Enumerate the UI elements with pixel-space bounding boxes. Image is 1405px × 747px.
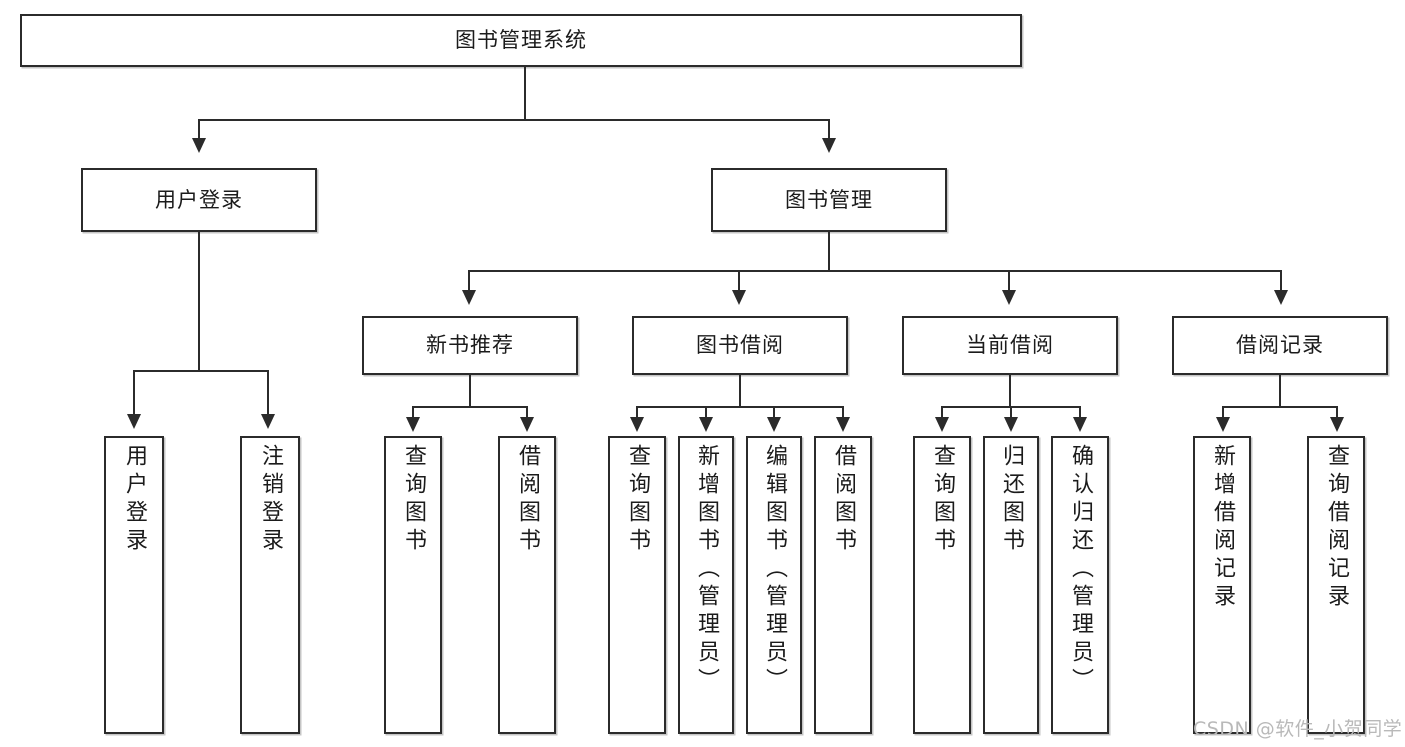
node-leaf-3[interactable]: 查询图书 [384,436,442,734]
node-login[interactable]: 用户登录 [81,168,317,232]
node-leaf-8-label: 借阅图书 [831,444,856,556]
node-current-label: 当前借阅 [966,333,1054,358]
connector-newbook-stem [469,375,471,408]
node-leaf-10[interactable]: 归还图书 [983,436,1039,734]
node-leaf-6[interactable]: 新增图书（管理员） [678,436,734,734]
node-leaf-4[interactable]: 借阅图书 [498,436,556,734]
node-borrow[interactable]: 图书借阅 [632,316,848,375]
connector-newbook-bus [412,406,528,408]
node-leaf-10-label: 归还图书 [999,444,1024,556]
node-root[interactable]: 图书管理系统 [20,14,1022,67]
connector-records-bus [1222,406,1338,408]
connector-records-drop-1 [1222,406,1224,418]
node-newbook-label: 新书推荐 [426,333,514,358]
connector-borrow-drop-2 [705,406,707,418]
node-leaf-6-label: 新增图书（管理员） [694,444,719,696]
node-records-label: 借阅记录 [1236,333,1324,358]
node-leaf-9-label: 查询图书 [930,444,955,556]
arrowhead-borrow [732,290,746,305]
connector-bookmgmt-stem [828,232,830,272]
node-root-label: 图书管理系统 [455,28,587,53]
connector-login-drop-2 [267,370,269,416]
connector-current-stem [1009,375,1011,408]
connector-level3-bus [468,270,1282,272]
arrowhead-leaf-10 [1004,417,1018,432]
arrowhead-leaf-4 [520,417,534,432]
node-leaf-7-label: 编辑图书（管理员） [762,444,787,696]
connector-newbook-drop-1 [412,406,414,418]
arrowhead-leaf-9 [935,417,949,432]
arrowhead-newbook [462,290,476,305]
connector-borrow-drop-4 [842,406,844,418]
node-leaf-1-label: 用户登录 [122,444,147,556]
arrowhead-leaf-13 [1330,417,1344,432]
node-leaf-12-label: 新增借阅记录 [1210,444,1235,612]
connector-level2-bus [198,119,830,121]
node-leaf-2[interactable]: 注销登录 [240,436,300,734]
node-newbook[interactable]: 新书推荐 [362,316,578,375]
connector-current-drop-3 [1079,406,1081,418]
arrowhead-bookmgmt [822,138,836,153]
arrowhead-records [1274,290,1288,305]
arrowhead-leaf-2 [261,414,275,429]
arrowhead-leaf-1 [127,414,141,429]
node-records[interactable]: 借阅记录 [1172,316,1388,375]
arrowhead-current [1002,290,1016,305]
node-leaf-4-label: 借阅图书 [515,444,540,556]
node-login-label: 用户登录 [155,187,243,212]
connector-level2-drop-login [198,119,200,140]
connector-records-drop-2 [1336,406,1338,418]
connector-login-bus [133,370,269,372]
node-leaf-11-label: 确认归还（管理员） [1068,444,1093,696]
node-leaf-5-label: 查询图书 [625,444,650,556]
connector-level3-drop-records [1280,270,1282,292]
connector-level3-drop-current [1008,270,1010,292]
node-leaf-13-label: 查询借阅记录 [1324,444,1349,612]
csdn-watermark: CSDN @软件_小贺同学 [1193,718,1403,740]
node-bookmgmt-label: 图书管理 [785,187,873,212]
node-leaf-8[interactable]: 借阅图书 [814,436,872,734]
node-leaf-7[interactable]: 编辑图书（管理员） [746,436,802,734]
node-leaf-11[interactable]: 确认归还（管理员） [1051,436,1109,734]
connector-borrow-drop-1 [636,406,638,418]
connector-current-drop-1 [941,406,943,418]
node-leaf-2-label: 注销登录 [258,444,283,556]
arrowhead-leaf-3 [406,417,420,432]
connector-level3-drop-newbook [468,270,470,292]
connector-borrow-stem [739,375,741,408]
node-leaf-3-label: 查询图书 [401,444,426,556]
arrowhead-leaf-6 [699,417,713,432]
connector-level2-drop-bookmgmt [828,119,830,140]
connector-borrow-drop-3 [773,406,775,418]
node-leaf-1[interactable]: 用户登录 [104,436,164,734]
node-bookmgmt[interactable]: 图书管理 [711,168,947,232]
connector-current-drop-2 [1010,406,1012,418]
arrowhead-leaf-8 [836,417,850,432]
node-leaf-5[interactable]: 查询图书 [608,436,666,734]
connector-records-stem [1279,375,1281,408]
node-leaf-13[interactable]: 查询借阅记录 [1307,436,1365,734]
node-current[interactable]: 当前借阅 [902,316,1118,375]
connector-root-stem [524,67,526,120]
arrowhead-leaf-7 [767,417,781,432]
arrowhead-leaf-12 [1216,417,1230,432]
connector-login-drop-1 [133,370,135,416]
node-leaf-9[interactable]: 查询图书 [913,436,971,734]
arrowhead-leaf-5 [630,417,644,432]
connector-level3-drop-borrow [738,270,740,292]
arrowhead-leaf-11 [1073,417,1087,432]
connector-login-stem [198,232,200,372]
arrowhead-login [192,138,206,153]
connector-newbook-drop-2 [526,406,528,418]
node-leaf-12[interactable]: 新增借阅记录 [1193,436,1251,734]
connector-borrow-bus [636,406,844,408]
node-borrow-label: 图书借阅 [696,333,784,358]
